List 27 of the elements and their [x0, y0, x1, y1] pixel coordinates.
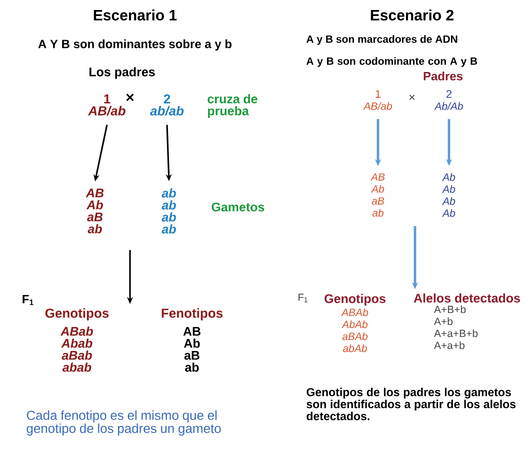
subtitle: A Y B son dominantes sobre a y b [38, 39, 232, 51]
side-label: Gametos [212, 202, 264, 212]
parent-genotype: 1 AB/ab [88, 94, 126, 116]
gamete-list: AB Ab aB ab [86, 188, 104, 234]
parent-genotype: 2 Ab/Ab [434, 90, 463, 110]
subtitle: A y B son marcadores de ADN [306, 35, 458, 45]
section-label: Los padres [90, 67, 155, 79]
gamete-list: Ab Ab Ab Ab [442, 173, 456, 217]
genotype-list: Genotipos ABAb AbAb aBAb abAb [324, 294, 386, 352]
note: Genotipos de los padres los gametos son identificados a partir de los alelos detectados. [306, 388, 516, 420]
generation-label: F$_{1}$ [22, 294, 34, 306]
section-label: Padres [424, 72, 463, 80]
note: Cada fenotipo es el mismo que el genotipo de los padres un gameto [26, 410, 221, 436]
cross-symbol: × [409, 94, 415, 100]
parent-genotype: 2 ab/ab [150, 94, 184, 116]
parent-genotype: 1 AB/ab [363, 90, 392, 110]
phenotype-list: Fenotipos AB Ab aB ab [162, 308, 223, 372]
generation-label: F$_{1}$ [298, 294, 308, 302]
allele-list: Alelos detectados A+B+b A+b A+a+B+b A+a+b [414, 293, 520, 350]
side-label: cruza de prueba [208, 94, 258, 118]
genotype-list: Genotipos ABab Abab aBab abab [45, 308, 109, 372]
gamete-list: AB Ab aB ab [370, 173, 385, 217]
subtitle: A y B son codominante con A y B [306, 57, 478, 67]
heading: Escenario 2 [370, 10, 454, 20]
cross-symbol: × [126, 94, 134, 102]
heading: Escenario 1 [94, 10, 177, 20]
gamete-list: ab ab ab ab [162, 188, 176, 234]
